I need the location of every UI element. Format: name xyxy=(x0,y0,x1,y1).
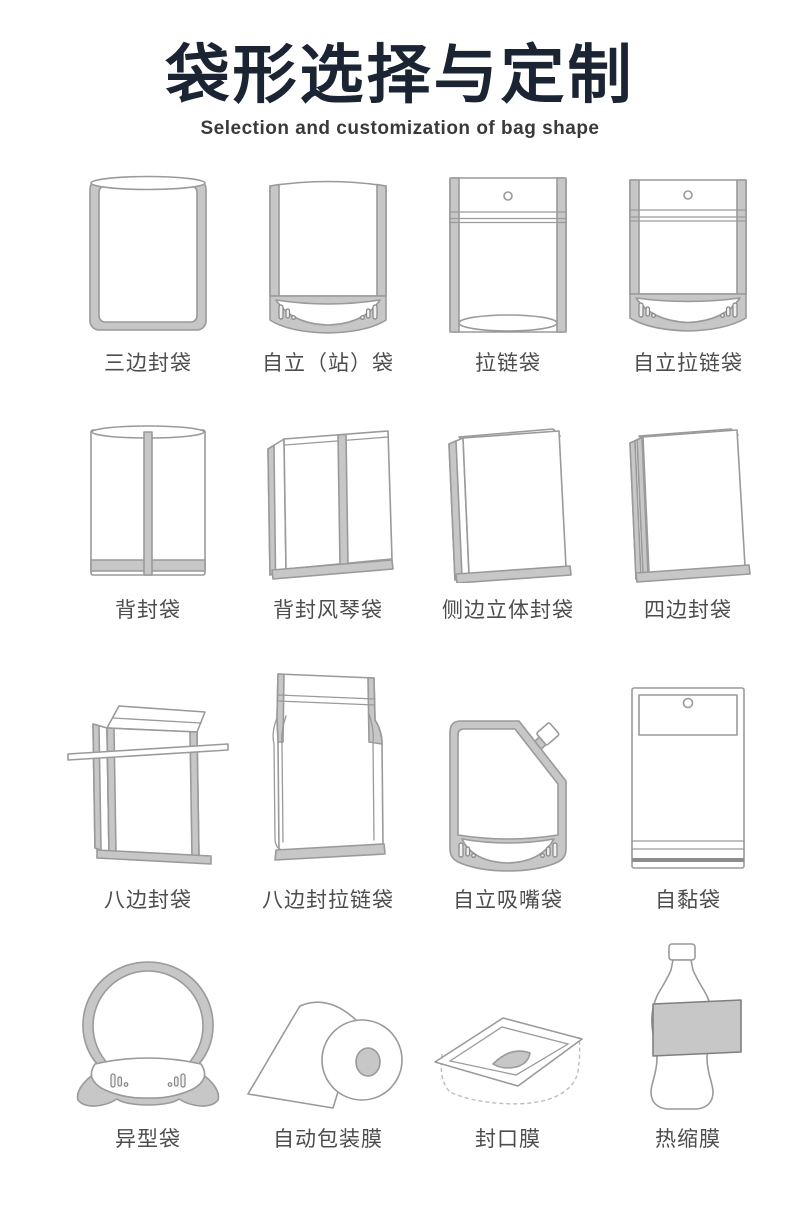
item-label: 三边封袋 xyxy=(104,352,192,376)
item-back-seal-organ-bag: 背封风琴袋 xyxy=(238,423,418,624)
item-label: 自立（站）袋 xyxy=(262,352,394,376)
item-label: 四边封袋 xyxy=(644,599,732,623)
back-seal-organ-bag-illustration xyxy=(267,430,394,581)
item-sealing-film: 封口膜 xyxy=(418,1012,598,1153)
item-label: 异型袋 xyxy=(115,1128,181,1152)
item-label: 自立拉链袋 xyxy=(633,352,743,376)
eight-side-seal-bag-illustration xyxy=(67,705,229,866)
stand-up-zipper-bag-illustration xyxy=(629,179,747,333)
item-back-seal-bag: 背封袋 xyxy=(58,421,238,624)
item-label: 自黏袋 xyxy=(655,889,721,913)
item-three-side-seal-bag: 三边封袋 xyxy=(58,174,238,377)
item-heat-shrink-film: 热缩膜 xyxy=(598,942,778,1153)
four-side-seal-bag-illustration xyxy=(629,428,751,584)
item-shaped-bag: 异型袋 xyxy=(58,960,238,1153)
stand-up-bag-illustration xyxy=(269,181,387,335)
page-subtitle: Selection and customization of bag shape xyxy=(200,118,600,140)
grid-row-1: 三边封袋 自立（站）袋 xyxy=(58,174,800,377)
grid-row-2: 背封袋 背封风琴袋 xyxy=(58,421,800,624)
grid-row-3: 八边封袋 八边封拉链袋 xyxy=(58,668,800,914)
item-stand-up-spout-bag: 自立吸嘴袋 xyxy=(418,711,598,914)
page-title: 袋形选择与定制 xyxy=(165,39,635,111)
heat-shrink-film-illustration xyxy=(650,943,742,1111)
item-eight-side-seal-bag: 八边封袋 xyxy=(58,698,238,914)
stand-up-spout-bag-illustration xyxy=(449,720,567,873)
auto-packaging-film-illustration xyxy=(247,1001,403,1110)
item-auto-packaging-film: 自动包装膜 xyxy=(238,990,418,1153)
item-label: 自立吸嘴袋 xyxy=(453,889,563,913)
bag-grid: 三边封袋 自立（站）袋 xyxy=(0,140,800,1153)
sealing-film-illustration xyxy=(433,1017,583,1105)
eight-side-seal-zipper-bag-illustration xyxy=(272,673,386,862)
item-label: 自动包装膜 xyxy=(273,1128,383,1152)
three-side-seal-bag-illustration xyxy=(89,176,207,332)
zipper-bag-illustration xyxy=(449,177,567,334)
bag-shape-infographic: 袋形选择与定制 Selection and customization of b… xyxy=(0,0,800,1153)
item-stand-up-zipper-bag: 自立拉链袋 xyxy=(598,174,778,377)
item-label: 八边封袋 xyxy=(104,889,192,913)
item-stand-up-bag: 自立（站）袋 xyxy=(238,174,418,377)
item-label: 热缩膜 xyxy=(655,1128,721,1152)
item-side-gusset-3d-bag: 侧边立体封袋 xyxy=(418,425,598,624)
item-eight-side-seal-zipper-bag: 八边封拉链袋 xyxy=(238,668,418,914)
shaped-bag-illustration xyxy=(76,961,220,1108)
back-seal-bag-illustration xyxy=(90,425,206,577)
grid-row-4: 异型袋 自动包装膜 封口膜 xyxy=(58,942,800,1153)
item-label: 侧边立体封袋 xyxy=(442,599,574,623)
item-label: 背封袋 xyxy=(115,599,181,623)
item-label: 八边封拉链袋 xyxy=(262,889,394,913)
item-zipper-bag: 拉链袋 xyxy=(418,174,598,377)
side-gusset-3d-bag-illustration xyxy=(448,428,572,584)
item-four-side-seal-bag: 四边封袋 xyxy=(598,425,778,624)
self-adhesive-bag-illustration xyxy=(631,687,745,870)
item-self-adhesive-bag: 自黏袋 xyxy=(598,686,778,914)
header: 袋形选择与定制 Selection and customization of b… xyxy=(0,0,800,140)
item-label: 背封风琴袋 xyxy=(273,599,383,623)
item-label: 封口膜 xyxy=(475,1128,541,1152)
item-label: 拉链袋 xyxy=(475,352,541,376)
